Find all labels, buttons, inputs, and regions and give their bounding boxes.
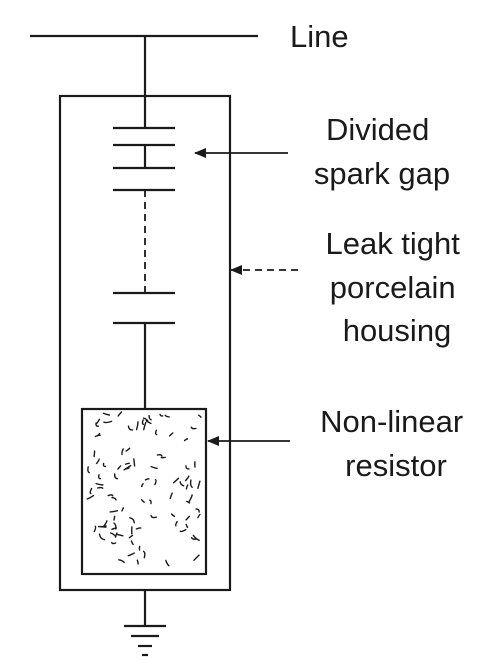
resistor-grain bbox=[87, 466, 90, 474]
resistor-grain bbox=[109, 510, 119, 513]
resistor-grain bbox=[89, 487, 93, 495]
resistor-grain bbox=[144, 478, 150, 481]
resistor-grain bbox=[186, 500, 191, 504]
resistor-grain bbox=[190, 426, 197, 430]
resistor-grain bbox=[174, 520, 178, 527]
resistor-grain bbox=[197, 480, 201, 489]
resistor-grain bbox=[109, 532, 117, 538]
resistor-grain bbox=[111, 541, 117, 545]
resistor-grain bbox=[193, 554, 200, 561]
resistor-grain bbox=[168, 432, 174, 437]
resistor-grain bbox=[125, 462, 130, 465]
resistor-grain bbox=[156, 453, 163, 457]
resistor-grain bbox=[111, 497, 117, 501]
resistor-grain bbox=[102, 412, 111, 416]
ground-symbol bbox=[124, 590, 166, 657]
resistor-grain bbox=[123, 464, 132, 471]
resistor-grain bbox=[95, 422, 100, 427]
resistor-grain bbox=[136, 559, 139, 565]
housing-label: Leak tight porcelain housing bbox=[325, 226, 468, 348]
resistor-grain bbox=[154, 479, 157, 486]
resistor-grain bbox=[95, 482, 104, 486]
resistor-block bbox=[80, 407, 208, 576]
resistor-grain bbox=[189, 479, 193, 488]
resistor-grain bbox=[143, 421, 147, 431]
resistor-grain bbox=[198, 414, 202, 418]
resistor-grain bbox=[113, 473, 119, 480]
resistor-grain bbox=[197, 513, 201, 519]
resistor-grain bbox=[121, 507, 125, 512]
resistor-grain bbox=[185, 515, 191, 521]
resistor-grain bbox=[149, 499, 152, 505]
spark-gap-label: Divided spark gap bbox=[314, 112, 450, 191]
resistor-label: Non-linear resistor bbox=[320, 404, 472, 483]
resistor-grain bbox=[195, 508, 200, 513]
resistor-grain bbox=[188, 494, 193, 503]
resistor-grain bbox=[185, 523, 189, 529]
non-linear-resistor bbox=[80, 407, 208, 576]
resistor-grain bbox=[97, 474, 102, 480]
divided-spark-gap bbox=[113, 96, 175, 409]
resistor-grain bbox=[93, 450, 96, 458]
resistor-grain bbox=[141, 419, 145, 425]
resistor-grain bbox=[103, 420, 113, 424]
resistor-grain bbox=[93, 525, 97, 533]
resistor-grain bbox=[135, 421, 139, 431]
resistor-grain bbox=[150, 465, 158, 470]
resistor-grain bbox=[192, 534, 200, 541]
resistor-grain bbox=[125, 447, 131, 452]
resistor-grain bbox=[130, 540, 134, 546]
resistor-grain bbox=[150, 515, 157, 519]
resistor-grain bbox=[127, 552, 135, 557]
resistor-grain bbox=[113, 515, 116, 521]
resistor-grain bbox=[102, 462, 107, 468]
resistor-grain bbox=[117, 465, 122, 470]
resistor-texture bbox=[86, 411, 202, 567]
resistor-grain bbox=[95, 458, 100, 465]
resistor-grain bbox=[148, 415, 152, 421]
resistor-callout: Non-linear resistor bbox=[207, 404, 472, 483]
resistor-grain bbox=[159, 413, 164, 417]
resistor-grain bbox=[179, 481, 185, 487]
resistor-grain bbox=[128, 534, 134, 539]
resistor-grain bbox=[96, 432, 101, 437]
resistor-grain bbox=[113, 522, 117, 530]
line-label: Line bbox=[290, 19, 349, 54]
resistor-grain bbox=[165, 559, 170, 567]
resistor-grain bbox=[117, 411, 123, 417]
resistor-grain bbox=[133, 458, 136, 467]
resistor-grain bbox=[140, 483, 144, 488]
resistor-grain bbox=[140, 499, 145, 503]
resistor-grain bbox=[118, 559, 125, 564]
spark-gap-callout: Divided spark gap bbox=[194, 112, 450, 191]
resistor-grain bbox=[99, 525, 107, 528]
resistor-grain bbox=[142, 550, 146, 559]
resistor-grain bbox=[172, 477, 180, 484]
resistor-grain bbox=[135, 527, 142, 530]
housing-callout: Leak tight porcelain housing bbox=[230, 226, 468, 348]
resistor-grain bbox=[170, 513, 176, 518]
resistor-grain bbox=[184, 475, 190, 482]
resistor-grain bbox=[169, 492, 173, 500]
resistor-grain bbox=[97, 486, 104, 489]
resistor-grain bbox=[121, 448, 124, 456]
resistor-grain bbox=[98, 533, 106, 541]
resistor-grain bbox=[185, 465, 190, 470]
resistor-grain bbox=[179, 528, 187, 533]
resistor-grain bbox=[154, 429, 158, 436]
resistor-grain bbox=[129, 517, 135, 524]
resistor-grain bbox=[190, 537, 198, 540]
resistor-grain bbox=[127, 425, 134, 431]
resistor-grain bbox=[116, 533, 124, 537]
resistor-grain bbox=[86, 494, 95, 500]
resistor-grain bbox=[145, 420, 152, 425]
resistor-grain bbox=[183, 438, 189, 442]
resistor-grain bbox=[164, 414, 170, 418]
resistor-grain bbox=[107, 494, 114, 497]
resistor-grain bbox=[96, 418, 101, 425]
resistor-grain bbox=[185, 484, 189, 490]
resistor-grain bbox=[142, 417, 149, 422]
